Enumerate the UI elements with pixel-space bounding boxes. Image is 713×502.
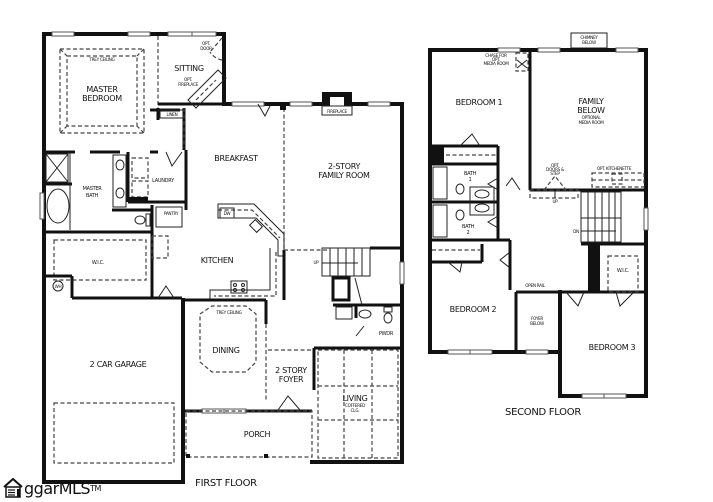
master-bedroom-label-2: BEDROOM [82,94,122,103]
master-bath-label-1: MASTER [83,186,103,192]
laundry-label: LAUNDRY [152,178,175,184]
foyer-label-2: FOYER [279,375,304,384]
porch-label: PORCH [244,430,271,439]
foyer-below-label-1: FOYER [531,316,543,321]
chase-label-3: MEDIA ROOM [483,61,509,66]
bath1-label-1: BATH [464,171,477,177]
stairs-up-label: UP [314,260,320,265]
foyer-below-label-2: BELOW [530,321,544,326]
wic-label: W.I.C. [92,260,105,266]
water-heater-label: WH [55,284,62,289]
pantry-label: PANTRY [164,211,179,216]
mls-brand-name: ggarMLS [24,479,91,498]
master-tray-label: TREY CEILING [88,57,114,62]
dining-tray-label: TREY CEILING [215,310,241,315]
breakfast-label: BREAKFAST [214,154,258,163]
family-below-label-1: FAMILY [578,97,603,106]
first-floor-plan: FIREPLACE TREY CEILING MASTER BEDROOM SI… [39,31,405,489]
sitting-label: SITTING [174,64,204,73]
media-room-label-1: OPTIONAL [582,115,602,120]
powder-room-label: PWDR [379,331,394,337]
garage-label: 2 CAR GARAGE [90,360,147,369]
fireplace-label: FIREPLACE [327,109,347,114]
opt-fireplace-label-1: OPT. [184,77,192,82]
kitchen-label: KITCHEN [201,256,234,265]
mls-watermark: ggarMLSTM [2,476,101,498]
family-below-label-2: BELOW [577,106,605,115]
dishwasher-label: DW [224,211,231,216]
chimney-label-2: BELOW [582,40,596,45]
chase-label-2: OPT. [492,57,500,62]
mls-brand-text: ggarMLSTM [24,480,101,498]
dining-label: DINING [212,346,239,355]
first-floor-title: FIRST FLOOR [195,478,257,489]
bath1-label-2: 1 [469,177,472,183]
bedroom2-label: BEDROOM 2 [450,305,497,314]
opt-door-label-1: OPT. [202,41,210,46]
stairs-down-label: DN [573,229,579,234]
family-room-label-2: FAMILY ROOM [318,171,370,180]
media-room-label-2: MEDIA ROOM [578,120,604,125]
second-floor-plan: CHIMNEY BELOW CHASE FOR OPT. MEDIA ROOM … [428,32,649,418]
opt-doors-label-2: DOORS & [546,167,565,172]
trademark-symbol: TM [90,484,101,493]
opt-doors-label-3: STEP [550,171,560,176]
house-logo-icon [2,478,24,498]
living-ceiling-label-2: CLG. [351,408,360,413]
living-ceiling-label-1: COFFERED [345,403,365,408]
bedroom1-label: BEDROOM 1 [456,98,503,107]
opt-door-label-2: DOOR [200,46,212,51]
chase-label-1: CHASE FOR [485,53,507,58]
linen-label: LINEN [167,112,178,117]
family-room-label-1: 2-STORY [328,162,360,171]
foyer-label-1: 2 STORY [275,366,307,375]
bath2-label-1: BATH [462,224,475,230]
open-rail-label: OPEN RAIL [525,283,545,288]
second-up-label: UP [553,199,559,204]
bedroom3-label: BEDROOM 3 [589,343,636,352]
opt-fireplace-label-2: FIREPLACE [178,82,198,87]
master-bath-label-2: BATH [86,193,99,199]
second-floor-title: SECOND FLOOR [505,407,581,418]
master-bedroom-label-1: MASTER [86,85,118,94]
living-label: LIVING [342,394,367,403]
second-wic-label: W.I.C. [617,268,630,274]
opt-doors-label-1: OPT. [551,163,559,168]
opt-kitchenette-label: OPT. KITCHENETTE [597,166,632,171]
bath2-label-2: 2 [467,230,470,236]
chimney-label-1: CHIMNEY [580,35,598,40]
